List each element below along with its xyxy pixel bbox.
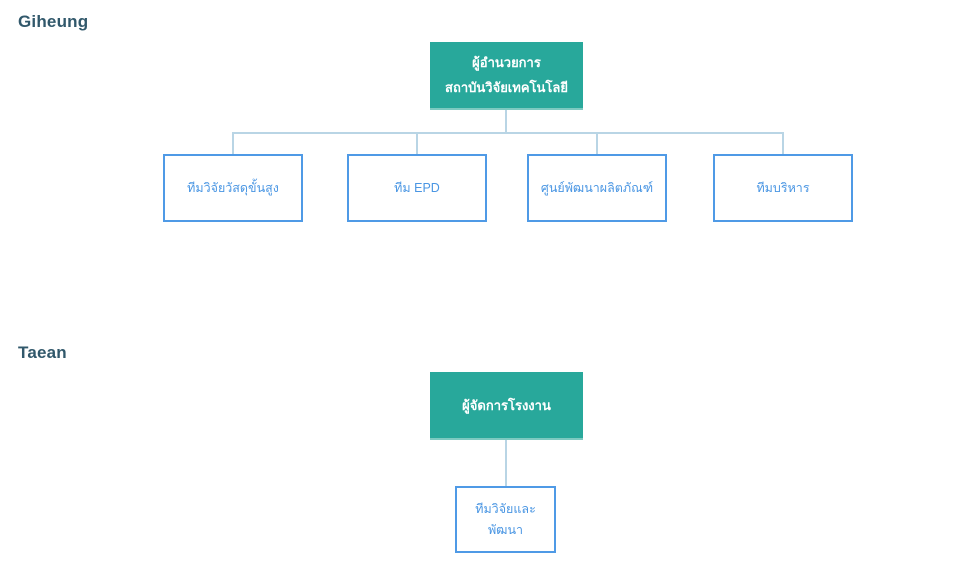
- node-research-and-development-team[interactable]: ทีมวิจัยและ พัฒนา: [455, 486, 556, 553]
- section-heading-giheung: Giheung: [18, 12, 89, 31]
- node-label: ผู้อำนวยการ สถาบันวิจัยเทคโนโลยี: [445, 55, 568, 95]
- node-label: ทีมวิจัยวัสดุขั้นสูง: [187, 180, 279, 195]
- node-factory-manager[interactable]: ผู้จัดการโรงงาน: [430, 372, 583, 440]
- node-label: ทีม EPD: [394, 180, 440, 195]
- node-label: ผู้จัดการโรงงาน: [462, 397, 551, 413]
- node-label: ศูนย์พัฒนาผลิตภัณฑ์: [540, 180, 654, 195]
- connector-drop: [596, 133, 598, 155]
- connector-stem: [505, 440, 507, 486]
- node-product-development-center[interactable]: ศูนย์พัฒนาผลิตภัณฑ์: [527, 154, 667, 222]
- connector-drop: [232, 133, 234, 155]
- section-heading-taean: Taean: [18, 343, 67, 362]
- connector-drop: [782, 133, 784, 155]
- node-label: ทีมบริหาร: [756, 180, 810, 195]
- node-advanced-materials-research-team[interactable]: ทีมวิจัยวัสดุขั้นสูง: [163, 154, 303, 222]
- node-administration-team[interactable]: ทีมบริหาร: [713, 154, 853, 222]
- node-label: ทีมวิจัยและ พัฒนา: [475, 501, 536, 537]
- connector-stem: [505, 110, 507, 133]
- node-institute-director[interactable]: ผู้อำนวยการ สถาบันวิจัยเทคโนโลยี: [430, 42, 583, 110]
- node-epd-team[interactable]: ทีม EPD: [347, 154, 487, 222]
- connector-drop: [416, 133, 418, 155]
- connector-horizontal: [232, 132, 784, 134]
